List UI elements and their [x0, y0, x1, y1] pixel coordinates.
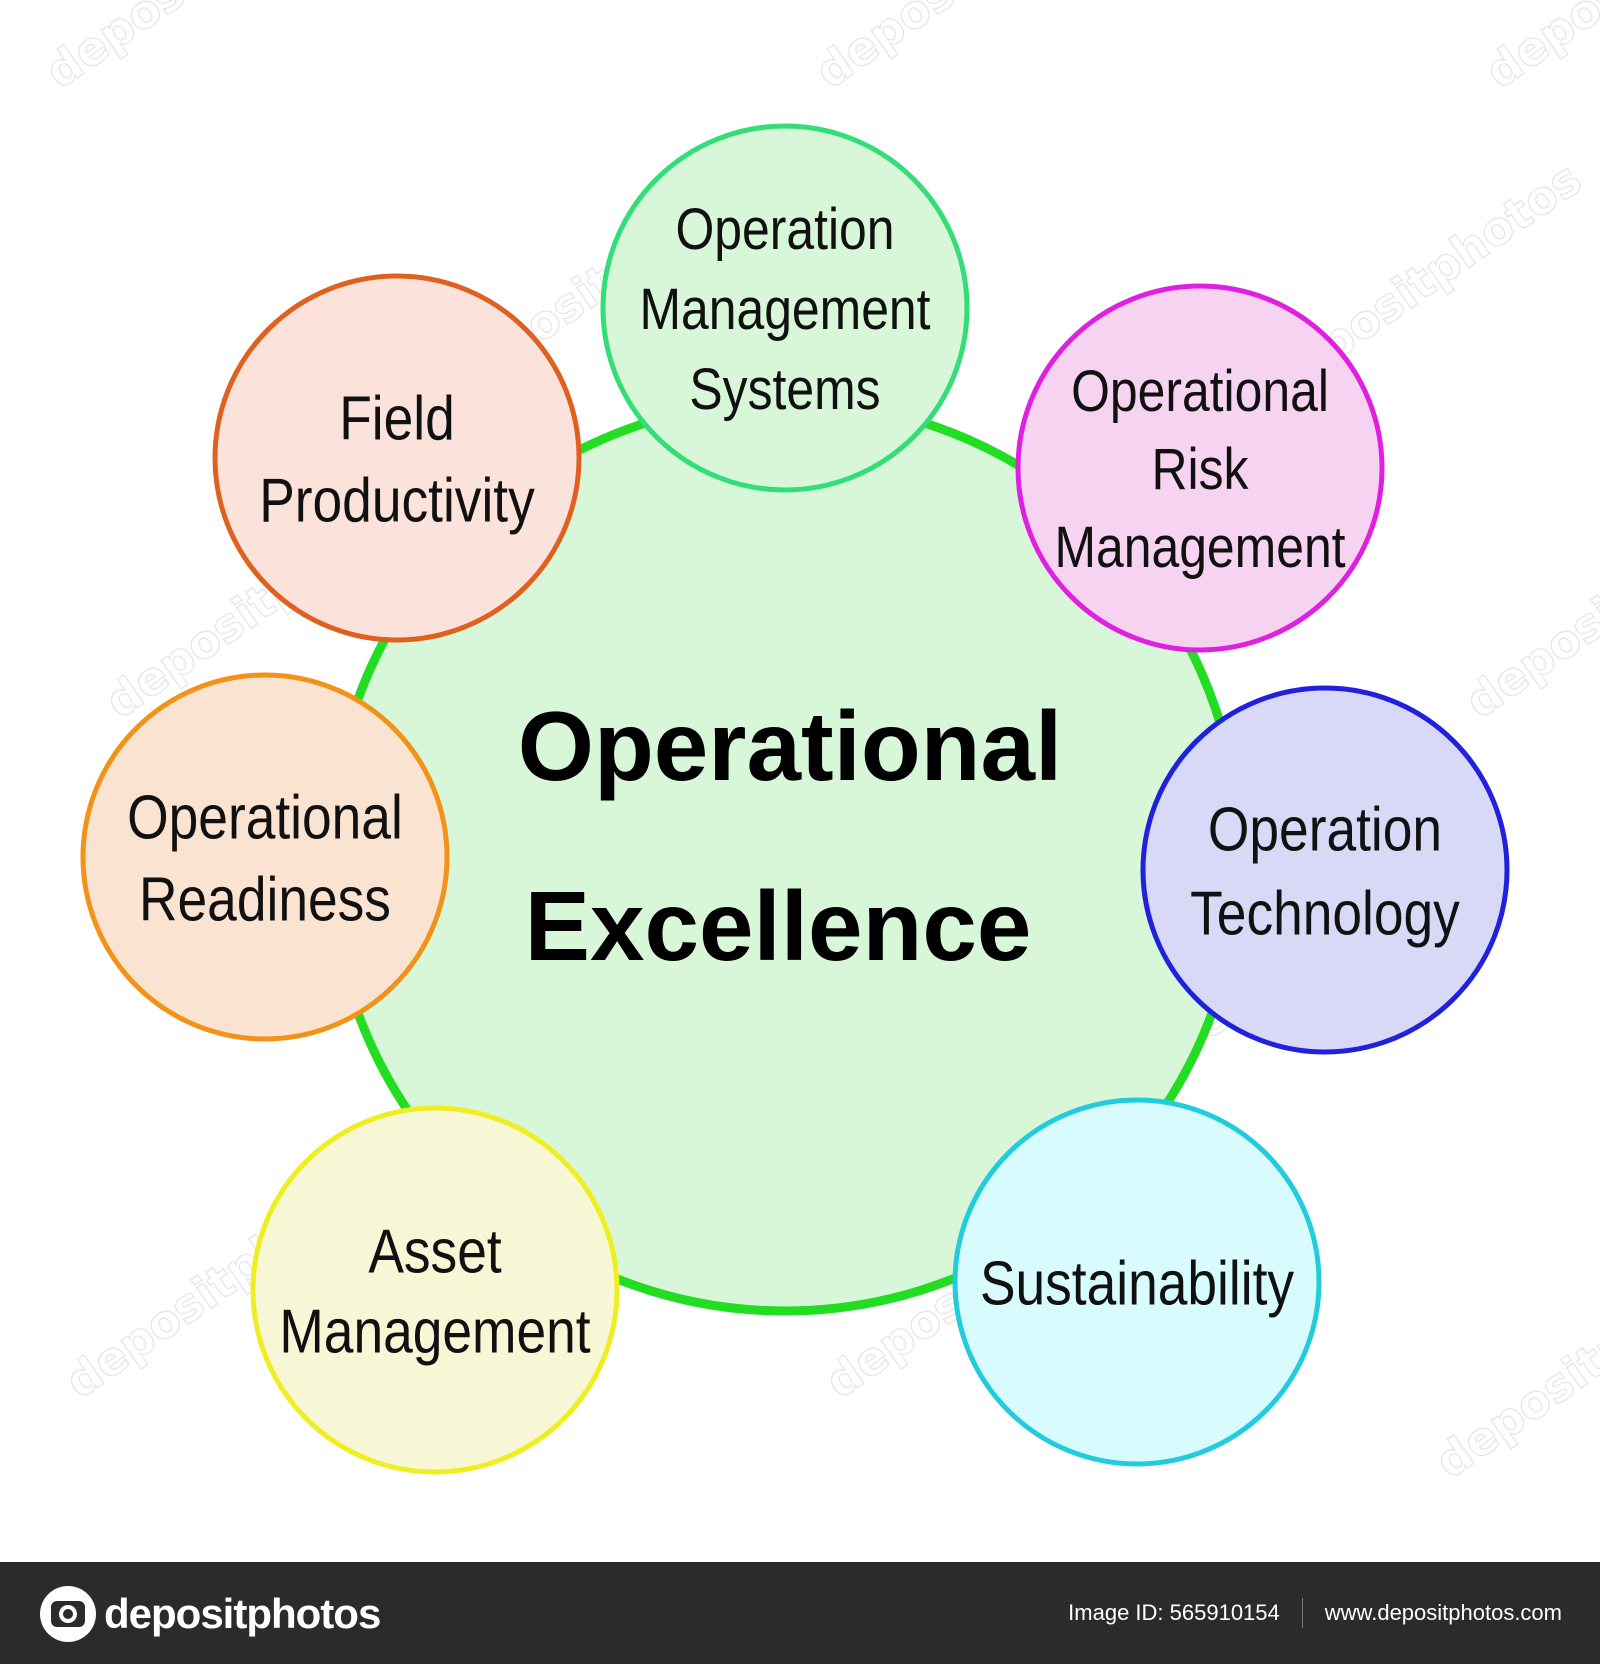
camera-logo-icon: [40, 1586, 96, 1642]
node-label-line: Sustainability: [980, 1250, 1294, 1319]
node-circle: [250, 1105, 620, 1475]
node-label-line: Management: [279, 1298, 590, 1367]
node-circle: [1140, 685, 1510, 1055]
node-label-line: Operation: [1208, 796, 1442, 865]
node-label-line: Management: [1054, 515, 1345, 579]
node-label-line: Readiness: [139, 866, 391, 935]
brand-name: depositphotos: [104, 1590, 381, 1637]
node-label-line: Management: [639, 277, 930, 341]
node-label-line: Asset: [368, 1218, 501, 1287]
watermark-text: depositphotos: [1475, 0, 1600, 99]
node-label-line: Operational: [127, 784, 403, 853]
node-label-line: Operation: [675, 197, 894, 261]
footer-info: Image ID: 565910154 www.depositphotos.co…: [1068, 1598, 1562, 1628]
node-sustainability: Sustainability: [952, 1097, 1322, 1467]
node-label-line: Operational: [1071, 359, 1329, 423]
footer-bar: depositphotos Image ID: 565910154 www.de…: [0, 1562, 1600, 1664]
node-label-line: Systems: [689, 357, 880, 421]
site-url-link[interactable]: www.depositphotos.com: [1324, 1600, 1562, 1625]
node-circle: [600, 123, 970, 493]
node-circle: [80, 672, 450, 1042]
node-circle: [952, 1097, 1322, 1467]
node-label-line: Productivity: [259, 467, 535, 536]
image-id: Image ID: 565910154: [1068, 1600, 1280, 1625]
watermark-text: depositphotos: [805, 0, 1141, 99]
node-label-line: Risk: [1152, 437, 1250, 501]
operational-excellence-diagram: depositphotos depositphotos depositphotos d…: [35, 0, 1600, 1490]
watermark-text: depositphotos: [1455, 471, 1600, 729]
watermark-text: depositphotos: [35, 0, 371, 99]
brand-logo[interactable]: depositphotos: [40, 1584, 381, 1644]
node-circle: [1015, 283, 1385, 653]
node-circle: [212, 273, 582, 643]
center-title-line-2: Excellence: [525, 871, 1032, 981]
node-label-line: Field: [339, 385, 455, 454]
diagram-canvas: depositphotos depositphotos depositphotos d…: [35, 0, 1600, 1490]
node-label-line: Technology: [1190, 880, 1460, 949]
center-title-line-1: Operational: [518, 691, 1063, 801]
watermark-text: depositphotos: [1425, 1231, 1600, 1489]
footer-divider: [1301, 1598, 1303, 1628]
